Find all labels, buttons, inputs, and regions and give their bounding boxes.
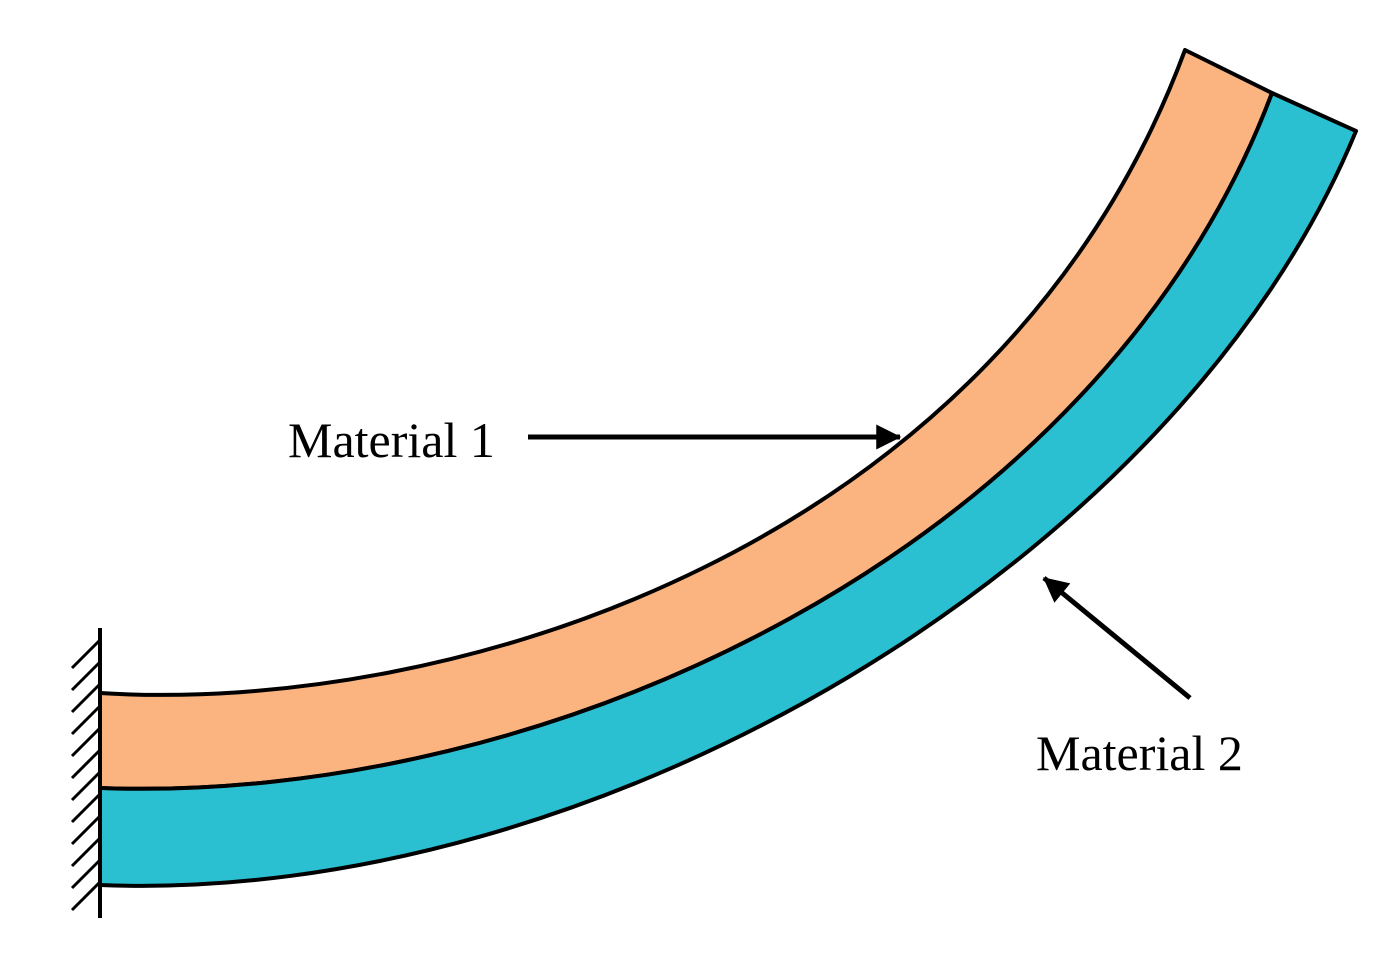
material-1-label: Material 1 xyxy=(288,412,495,468)
material-2-arrow xyxy=(1042,576,1192,700)
fixed-wall-support xyxy=(70,628,102,918)
material-2-layer xyxy=(98,91,1358,888)
material-2-label: Material 2 xyxy=(1036,725,1243,781)
